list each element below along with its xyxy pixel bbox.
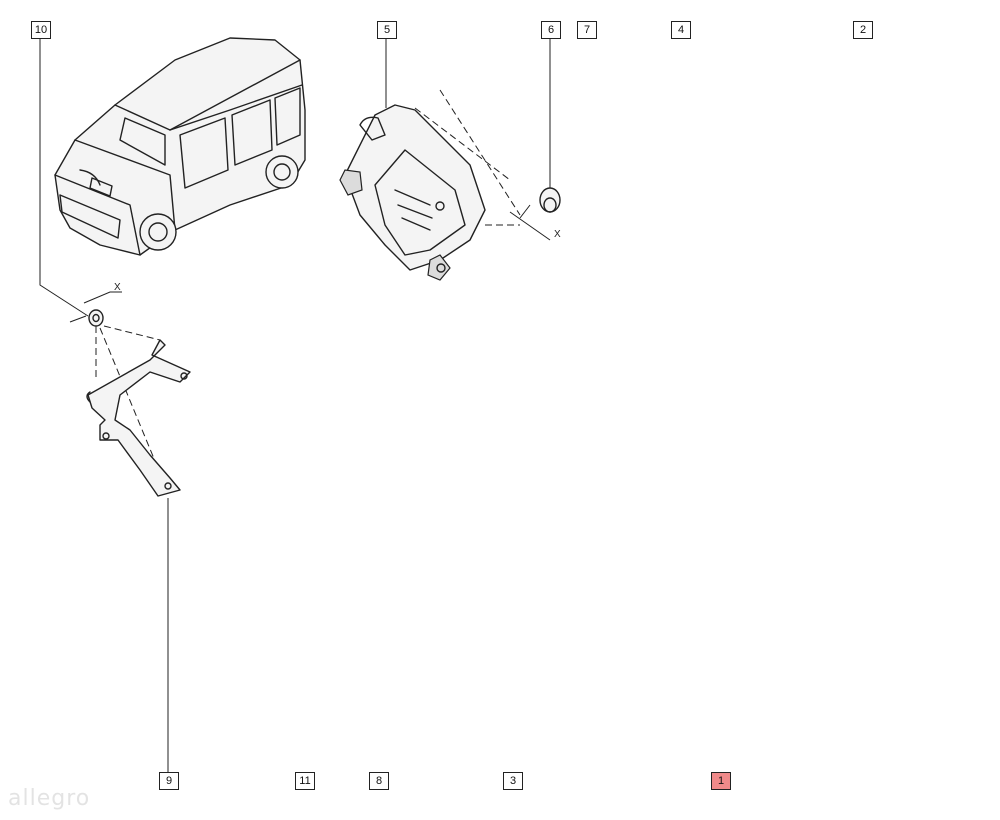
callout-4: 4 [671,21,691,39]
callout-7: 7 [577,21,597,39]
callout-10: 10 [31,21,51,39]
watermark: allegro [8,786,91,811]
part-6-grommet [509,38,561,241]
callout-3: 3 [503,772,523,790]
callout-9: 9 [159,772,179,790]
part-9-bracket [86,325,191,772]
vehicle-illustration [54,37,306,256]
part-5-control-module [339,38,521,281]
callout-1: 1 [711,772,731,790]
callout-5: 5 [377,21,397,39]
axis-mark-x-left: X [114,282,121,293]
callout-6: 6 [541,21,561,39]
part-10-nut [39,38,122,327]
callout-8: 8 [369,772,389,790]
callout-2: 2 [853,21,873,39]
callout-11: 11 [295,772,315,790]
axis-mark-x-right: X [554,229,561,240]
